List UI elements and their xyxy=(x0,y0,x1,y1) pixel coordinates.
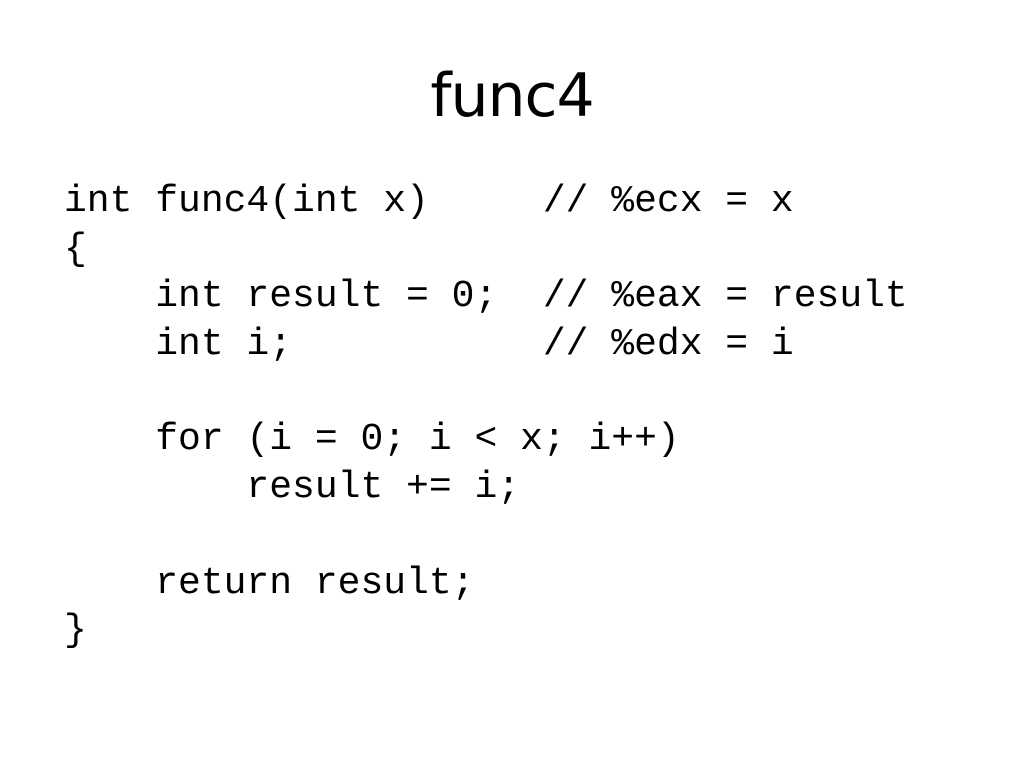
code-line-blank xyxy=(64,512,908,560)
code-line-result-declaration: int result = 0; // %eax = result xyxy=(64,275,908,319)
code-line-for-loop: for (i = 0; i < x; i++) xyxy=(64,418,680,462)
code-line-open-brace: { xyxy=(64,227,87,271)
code-line-return: return result; xyxy=(64,561,475,605)
code-line-loop-body: result += i; xyxy=(64,466,521,510)
code-line-blank xyxy=(64,369,908,417)
code-line-function-signature: int func4(int x) // %ecx = x xyxy=(64,180,794,223)
code-line-close-brace: } xyxy=(64,609,87,653)
code-block: int func4(int x) // %ecx = x { int resul… xyxy=(64,178,908,655)
slide-title: func4 xyxy=(430,61,594,131)
code-line-i-declaration: int i; // %edx = i xyxy=(64,323,794,367)
